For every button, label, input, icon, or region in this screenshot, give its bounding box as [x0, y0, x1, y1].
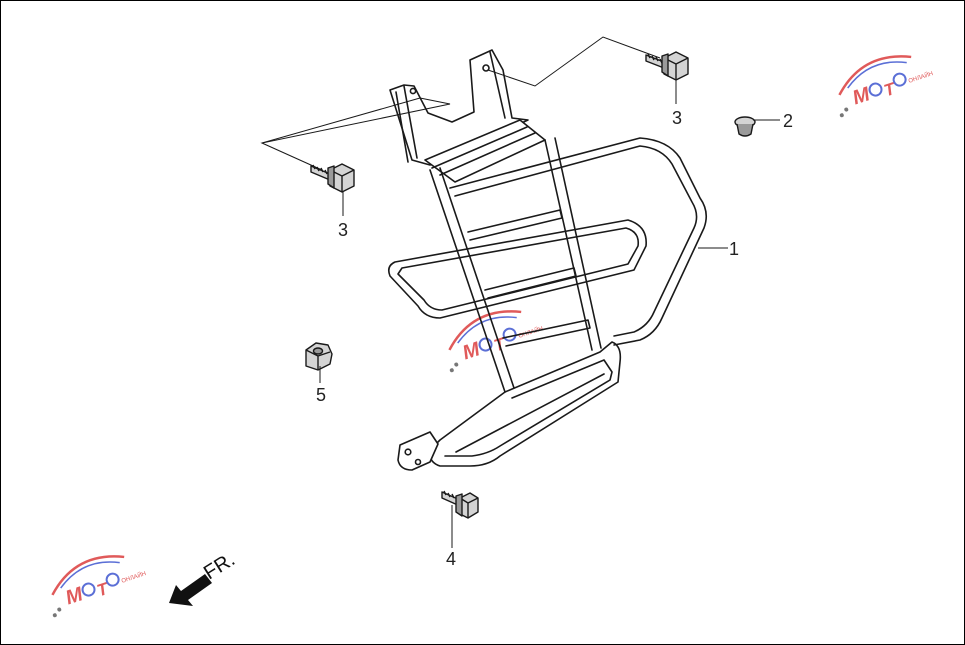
callout-nut: 5 — [316, 385, 326, 405]
nut-part — [305, 342, 333, 371]
leader-lines — [260, 36, 780, 548]
bolt-bottom-part — [441, 490, 479, 519]
callout-bolt-top: 3 — [672, 108, 682, 128]
leader-bolt-left-b — [261, 97, 421, 144]
callout-bolt-bottom: 4 — [446, 549, 456, 569]
leader-bolt-left — [260, 97, 451, 171]
rack-frame — [388, 49, 708, 471]
watermark-center: ОНЛАЙН — [435, 303, 544, 374]
bolt-left-part — [310, 163, 355, 193]
watermark-tagline: ОНЛАЙН — [120, 569, 147, 585]
plug-part — [734, 116, 756, 137]
watermark-bottom-left: ОНЛАЙН — [38, 548, 147, 619]
front-direction-arrow: FR. — [169, 549, 239, 606]
leader-bolt-top — [487, 36, 661, 87]
bolt-top-part — [645, 51, 689, 81]
watermark-top-right: ОНЛАЙН — [825, 48, 934, 119]
watermark-tagline: ОНЛАЙН — [907, 69, 934, 85]
callout-bolt-left: 3 — [338, 220, 348, 240]
arrow-icon — [169, 574, 212, 606]
callout-rack: 1 — [729, 239, 739, 259]
callout-plug: 2 — [783, 111, 793, 131]
